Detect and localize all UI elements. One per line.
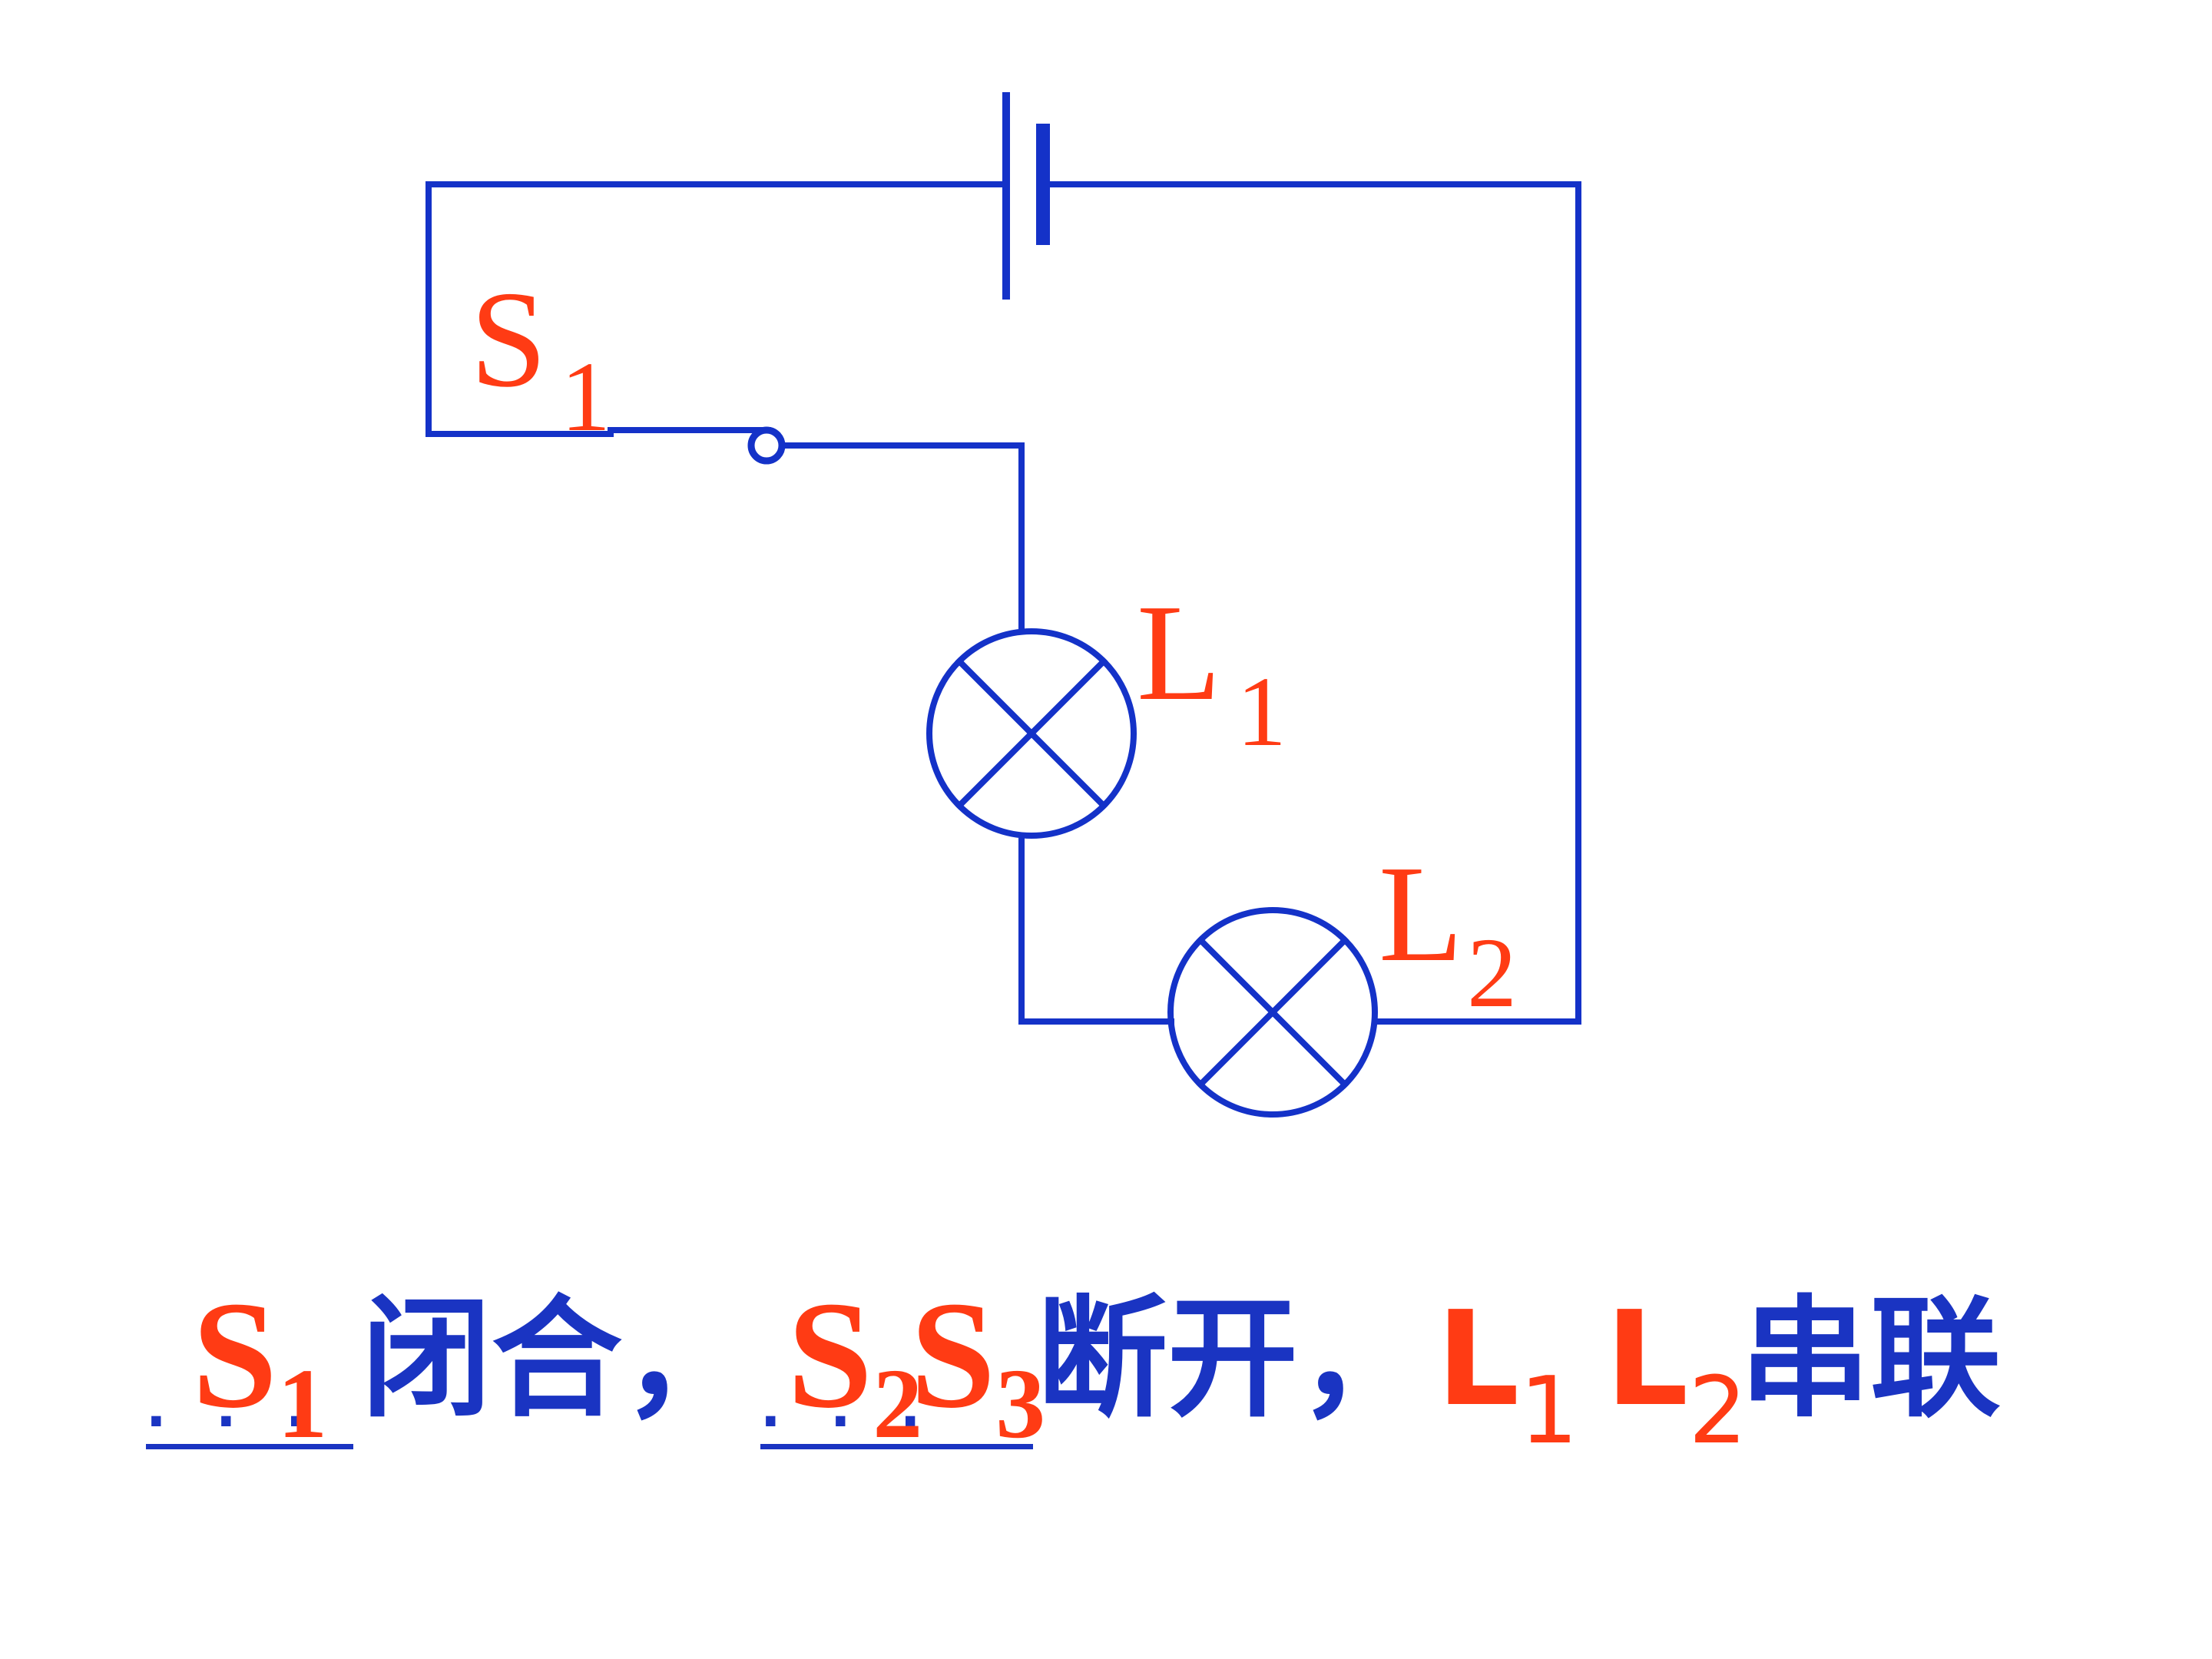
text-series: 串联	[1740, 1283, 2002, 1435]
answer-s2: S2	[787, 1270, 923, 1459]
text-closed: 闭合，	[361, 1283, 753, 1435]
answer-blank-1: . . .	[146, 1275, 353, 1449]
lamp-l2-symbol	[1167, 907, 1378, 1118]
answer-blank-2: . . .	[760, 1275, 1033, 1449]
caption-l1: L1	[1436, 1283, 1578, 1465]
wire-switch-to-l1	[779, 442, 1025, 629]
lamp-l2-sub: 2	[1467, 918, 1517, 1028]
caption: . . . S1 闭合， . . . S2 S3 断开， L1 L2 串联	[142, 1270, 2139, 1475]
text-open: 断开，	[1037, 1283, 1429, 1435]
caption-l2: L2	[1605, 1283, 1747, 1465]
blank-dots: . . .	[760, 1376, 936, 1439]
lamp-l2-letter: L	[1379, 837, 1463, 990]
switch-s1-sub: 1	[561, 342, 611, 452]
wire-top-left	[426, 181, 1009, 437]
switch-s1-letter: S	[470, 263, 547, 416]
wire-l1-to-l2	[1018, 838, 1174, 1025]
switch-contact	[747, 426, 786, 465]
lamp-l1-symbol	[926, 628, 1137, 839]
answer-s3: S3	[910, 1270, 1046, 1459]
answer-s1: S1	[192, 1270, 328, 1459]
lamp-l1-letter: L	[1137, 576, 1221, 729]
blank-dots: . . .	[146, 1376, 322, 1439]
wire-top-right	[1041, 181, 1581, 1025]
lamp-l1-sub: 1	[1237, 657, 1286, 767]
